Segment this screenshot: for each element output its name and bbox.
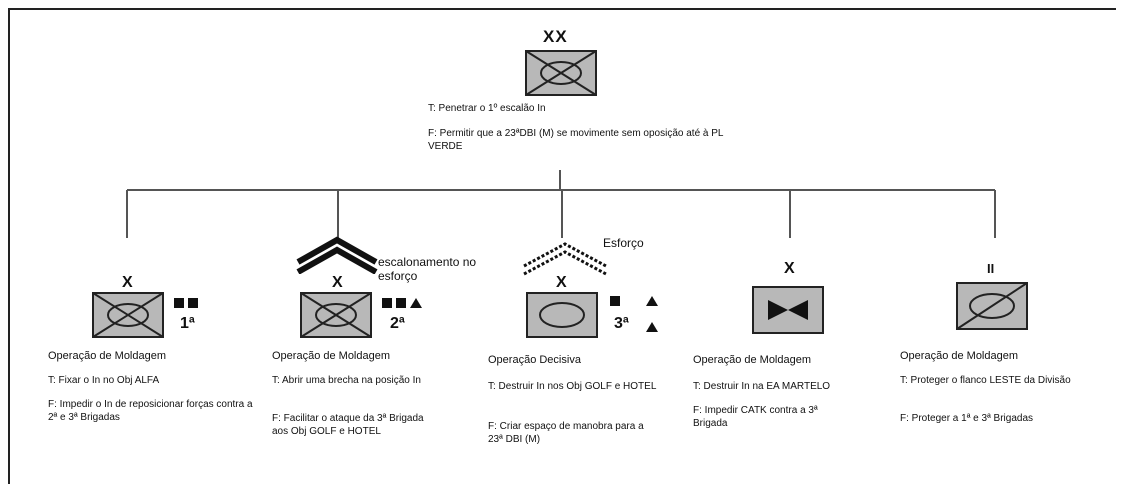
unit-1-task: T: Fixar o In no Obj ALFA bbox=[48, 375, 160, 386]
unit-1-number: 1ª bbox=[180, 315, 195, 332]
unit-3-attachments-icon bbox=[610, 296, 658, 332]
unit-4-purpose: F: Impedir CATK contra a 3ª Brigada bbox=[693, 405, 818, 429]
decisive-effort-dotted-chevron-icon bbox=[523, 242, 607, 276]
unit-2-number: 2ª bbox=[390, 315, 405, 332]
unit-5-echelon: II bbox=[987, 261, 995, 276]
unit-4-task: T: Destruir In na EA MARTELO bbox=[693, 381, 831, 392]
brigade-4-antitank-symbol bbox=[752, 286, 824, 334]
division-infantry-symbol bbox=[525, 50, 597, 96]
top-purpose: F: Permitir que a 23ªDBI (M) se moviment… bbox=[428, 128, 724, 152]
top-task: T: Penetrar o 1º escalão In bbox=[428, 103, 546, 114]
unit-3-number: 3ª bbox=[614, 315, 629, 332]
top-echelon-marker: XX bbox=[543, 27, 568, 46]
unit-5-purpose: F: Proteger a 1ª e 3ª Brigadas bbox=[900, 413, 1034, 424]
unit-2-task: T: Abrir uma brecha na posição In bbox=[272, 375, 421, 386]
unit-3-title: Operação Decisiva bbox=[488, 354, 581, 366]
unit-2-attachments-icon bbox=[382, 298, 422, 308]
unit-4-echelon: X bbox=[784, 260, 795, 277]
unit-2-purpose: F: Facilitar o ataque da 3ª Brigada aos … bbox=[272, 413, 424, 437]
unit-1-attachments-icon bbox=[174, 298, 198, 308]
main-effort-chevron-icon bbox=[296, 236, 378, 274]
unit-4-title: Operação de Moldagem bbox=[693, 354, 812, 366]
unit-3-task: T: Destruir In nos Obj GOLF e HOTEL bbox=[488, 381, 657, 392]
unit-1-purpose: F: Impedir o In de reposicionar forças c… bbox=[48, 399, 253, 423]
unit-1-title: Operação de Moldagem bbox=[48, 350, 167, 362]
unit-3-echelon: X bbox=[556, 274, 567, 291]
unit-5-task: T: Proteger o flanco LESTE da Divisão bbox=[900, 375, 1071, 386]
battalion-armored-cavalry-symbol bbox=[956, 282, 1028, 330]
brigade-2-infantry-symbol bbox=[300, 292, 372, 338]
brigade-1-infantry-symbol bbox=[92, 292, 164, 338]
unit-1-echelon: X bbox=[122, 274, 133, 291]
unit-3-purpose: F: Criar espaço de manobra para a 23ª DB… bbox=[488, 421, 644, 445]
unit-2-note: escalonamento no esforço bbox=[378, 255, 477, 283]
unit-3-note: Esforço bbox=[603, 236, 644, 250]
diagram-frame bbox=[8, 8, 1116, 484]
unit-2-title: Operação de Moldagem bbox=[272, 350, 391, 362]
unit-5-title: Operação de Moldagem bbox=[900, 350, 1019, 362]
unit-2-echelon: X bbox=[332, 274, 343, 291]
brigade-3-armor-symbol bbox=[526, 292, 598, 338]
